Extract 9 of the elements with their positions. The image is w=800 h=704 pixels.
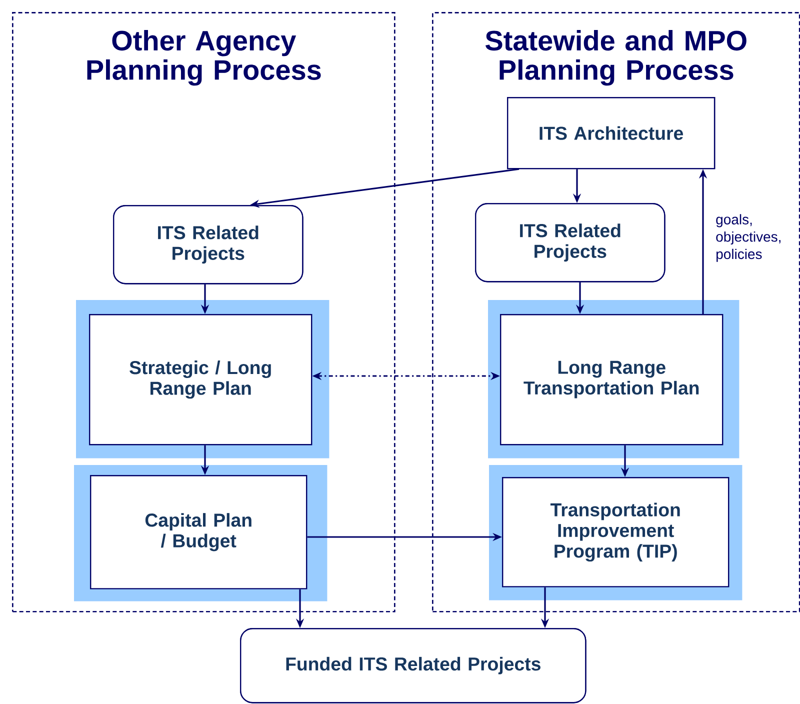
- process-box: Strategic / Long Range Plan: [76, 300, 330, 458]
- process-box: Transportation Improvement Program (TIP): [489, 465, 742, 600]
- process-box: Capital Plan / Budget: [74, 465, 328, 602]
- rounded-box: Funded ITS Related Projects: [240, 628, 586, 704]
- rounded-box: ITS Related Projects: [475, 203, 666, 282]
- rounded-box: ITS Related Projects: [113, 205, 304, 284]
- process-box: Long Range Transportation Plan: [488, 300, 740, 458]
- process-box: ITS Architecture: [507, 97, 716, 170]
- edge-label: goals, objectives, policies: [716, 214, 780, 262]
